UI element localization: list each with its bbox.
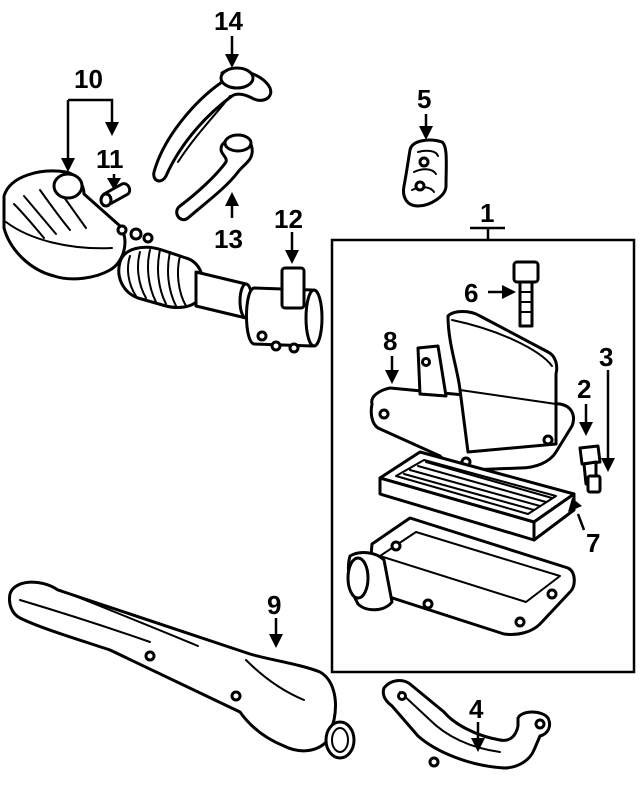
callout-12: 12: [274, 204, 303, 234]
part-9-air-inlet-duct: [8, 580, 356, 760]
callout-5: 5: [417, 84, 431, 114]
part-10-intake-duct: [2, 169, 127, 281]
callout-9: 9: [267, 590, 281, 620]
callout-7: 7: [586, 528, 600, 558]
part-3-fastener: [586, 474, 602, 494]
part-13-hose: [175, 133, 254, 221]
callout-13: 13: [214, 224, 243, 254]
air-cleaner-assembly-frame: [330, 238, 636, 674]
part-4-bracket: [381, 679, 552, 770]
part-1-lower-case: [346, 516, 576, 636]
part-8-air-cleaner-cap: [369, 310, 575, 472]
callout-2: 2: [577, 374, 591, 404]
callout-12-arrow: [285, 250, 299, 264]
part-11-fitting: [99, 182, 132, 208]
part-14-hose: [152, 66, 273, 183]
callout-6-arrow: [502, 285, 516, 299]
callout-7-arrow: [568, 498, 582, 512]
callout-2-arrow: [579, 422, 593, 436]
callout-10: 10: [74, 64, 103, 94]
part-10-corrugated-boot: [117, 245, 205, 309]
callout-13-arrow: [225, 192, 239, 206]
callout-14: 14: [214, 6, 243, 36]
part-6-bolt: [512, 260, 540, 328]
callout-7-leader: [576, 513, 586, 531]
callout-1: 1: [480, 198, 494, 228]
callout-4: 4: [469, 694, 484, 724]
part-12-air-flow-meter: [245, 266, 324, 354]
callout-11: 11: [96, 144, 124, 174]
callout-6: 6: [464, 278, 478, 308]
callout-8: 8: [383, 326, 397, 356]
duct-clamp-bolts: [116, 224, 154, 244]
part-10-connector-tube: [194, 270, 254, 320]
callout-9-arrow: [269, 634, 283, 648]
part-5-bracket: [402, 138, 448, 208]
callout-14-arrow: [225, 54, 239, 68]
callout-10-arrow-b: [105, 122, 119, 136]
callout-10-arrow: [61, 158, 75, 172]
callout-11-arrow: [107, 178, 121, 190]
callout-10-leader: [66, 98, 114, 160]
callout-5-arrow: [419, 126, 433, 140]
callout-4-arrow: [471, 738, 485, 752]
callout-3-arrow: [601, 458, 615, 472]
callout-3: 3: [599, 342, 613, 372]
part-7-air-filter: [378, 450, 576, 542]
callout-8-arrow: [385, 370, 399, 384]
